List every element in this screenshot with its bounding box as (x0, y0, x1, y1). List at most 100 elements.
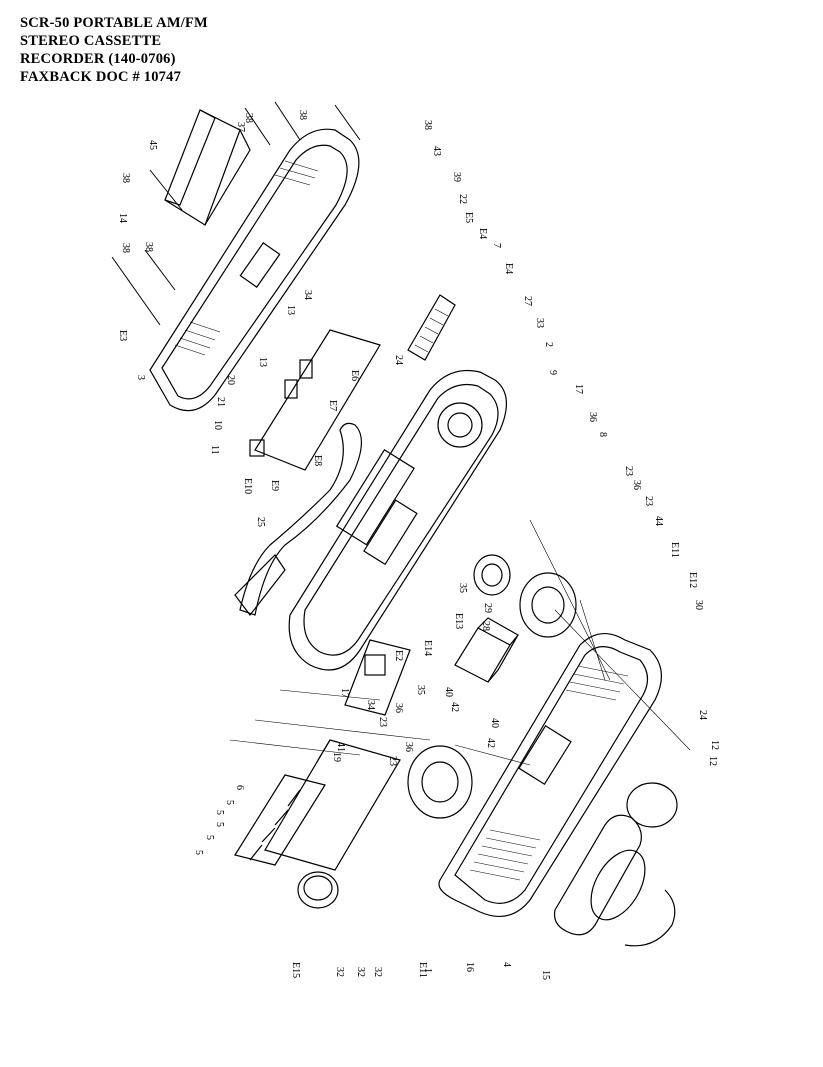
callout: 23 (643, 496, 654, 506)
document-title: SCR-50 PORTABLE AM/FM STEREO CASSETTE RE… (20, 14, 208, 86)
callout: 41 (335, 742, 346, 752)
callout: 6 (234, 785, 245, 790)
callout: E11 (669, 542, 680, 558)
front-housing (438, 633, 662, 918)
callout: E12 (687, 572, 698, 588)
callout: 12 (709, 740, 720, 750)
callout: 3 (135, 375, 146, 380)
slide-knob (407, 294, 456, 361)
callout: 35 (457, 583, 468, 593)
callout: 39 (451, 172, 462, 182)
callout: E15 (290, 962, 301, 978)
callout: 4 (501, 962, 512, 967)
callout: 23 (387, 756, 398, 766)
callout: 40 (489, 718, 500, 728)
callout: E3 (117, 330, 128, 341)
control-board (249, 329, 381, 471)
callout: 24 (697, 710, 708, 720)
callout: 5 (204, 835, 215, 840)
title-line-doc: FAXBACK DOC # 10747 (20, 69, 182, 85)
callout: 5 (214, 822, 225, 827)
callout: 32 (372, 967, 383, 977)
callout: 38 (120, 243, 131, 253)
callout: E4 (477, 228, 488, 239)
callout: E10 (242, 478, 253, 494)
callout: 12 (707, 756, 718, 766)
callout: 5 (214, 810, 225, 815)
speaker-cone-left (407, 745, 473, 819)
callout: E7 (327, 400, 338, 411)
callout: 38 (422, 120, 433, 130)
keyboard-pcb (264, 739, 401, 871)
title-line-model: SCR-50 PORTABLE AM/FM (20, 15, 208, 31)
screws-38 (111, 101, 361, 326)
battery-cover (164, 109, 251, 226)
volume-knob (297, 871, 339, 909)
speaker-cone-right (519, 572, 577, 638)
callout: 17 (339, 688, 350, 698)
callout: 7 (491, 243, 502, 248)
callout: 25 (255, 517, 266, 527)
callout: 43 (431, 146, 442, 156)
speaker-grille-unit (553, 782, 678, 947)
callout: 36 (403, 742, 414, 752)
callout: 35 (415, 685, 426, 695)
callout: 16 (464, 962, 475, 972)
callout: E4 (503, 263, 514, 274)
callout: 9 (547, 370, 558, 375)
callout: 40 (443, 687, 454, 697)
callout: 29 (482, 603, 493, 613)
callout: 42 (449, 702, 460, 712)
callout: 21 (215, 397, 226, 407)
callout: 44 (653, 516, 664, 526)
callout-labels: 38 38 38 37 45 43 39 22 E5 E4 E3 14 38 3… (117, 110, 720, 980)
callout: 36 (587, 412, 598, 422)
callout: 36 (631, 480, 642, 490)
title-line-type: STEREO CASSETTE (20, 33, 162, 49)
callout: 23 (623, 466, 634, 476)
main-pcb (344, 639, 411, 716)
callout: 38 (297, 110, 308, 120)
callout: 34 (365, 700, 376, 710)
rear-housing (149, 128, 360, 412)
callout: 38 (243, 113, 254, 123)
callout: E2 (393, 650, 404, 661)
callout: 37 (235, 122, 246, 132)
callout: 2 (543, 342, 554, 347)
callout: E11 (417, 962, 428, 978)
callout: E6 (349, 370, 360, 381)
callout: E14 (422, 640, 433, 656)
callout: 11 (209, 445, 220, 455)
callout: 5 (224, 800, 235, 805)
callout: 1 (422, 968, 433, 973)
callout: 45 (147, 140, 158, 150)
callout: 13 (257, 357, 268, 367)
callout: E5 (463, 212, 474, 223)
callout: 30 (693, 600, 704, 610)
callout: E9 (269, 480, 280, 491)
callout: 10 (212, 420, 223, 430)
title-line-part: RECORDER (140-0706) (20, 51, 176, 67)
callout: 32 (334, 967, 345, 977)
chassis-frame (288, 369, 507, 671)
callout: 14 (117, 213, 128, 223)
callout: E8 (312, 455, 323, 466)
transformer (454, 617, 519, 683)
callout: 28 (480, 621, 491, 631)
callout: 8 (597, 432, 608, 437)
callout: 33 (534, 318, 545, 328)
callout: 27 (522, 296, 533, 306)
callout: 23 (377, 717, 388, 727)
callout: 13 (285, 305, 296, 315)
callout: 38 (143, 242, 154, 252)
callout: 38 (120, 173, 131, 183)
callout: E13 (453, 613, 464, 629)
callout: 19 (331, 752, 342, 762)
callout: 36 (393, 703, 404, 713)
flywheel (473, 554, 511, 596)
callout: 34 (302, 290, 313, 300)
callout: 22 (457, 194, 468, 204)
callout: 24 (393, 355, 404, 365)
callout: 15 (540, 970, 551, 980)
callout: 5 (193, 850, 204, 855)
